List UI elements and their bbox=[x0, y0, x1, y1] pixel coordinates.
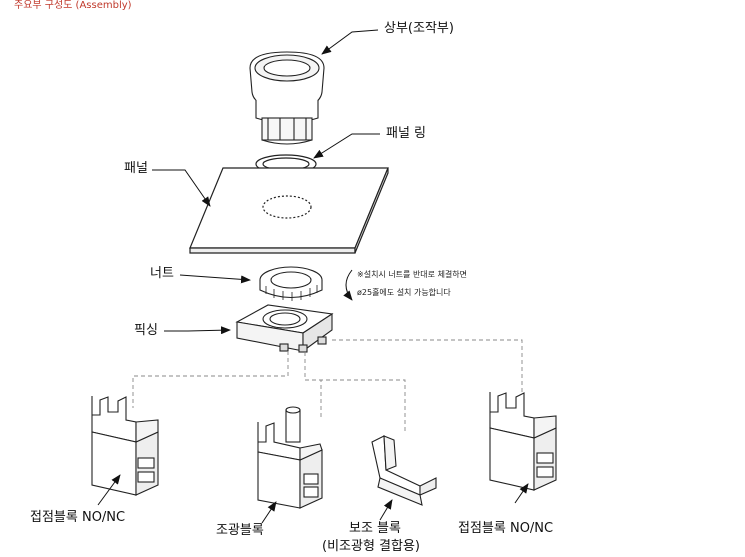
install-note-line2: ø25홀에도 설치 가능합니다 bbox=[357, 288, 451, 297]
install-note-line1: ※설치시 너트를 반대로 체결하면 bbox=[357, 270, 468, 279]
diagram-title: 주요부 구성도 (Assembly) bbox=[14, 0, 132, 11]
label-contact-block-left: 접점블록 NO/NC bbox=[30, 510, 126, 525]
label-lamp-block: 조광블록 bbox=[216, 523, 264, 538]
leader-lines bbox=[97, 29, 529, 524]
label-contact-block-right: 접점블록 NO/NC bbox=[458, 521, 554, 536]
upper-operator-illustration bbox=[249, 51, 325, 145]
contact-block-right-illustration bbox=[489, 392, 557, 491]
panel-illustration bbox=[189, 167, 389, 254]
label-fixing: 픽싱 bbox=[134, 323, 158, 338]
label-panel-ring: 패널 링 bbox=[386, 126, 427, 141]
contact-block-left-illustration bbox=[91, 396, 159, 496]
assembly-dashed-lines bbox=[132, 339, 523, 432]
fixing-illustration bbox=[235, 304, 334, 353]
lamp-block-illustration bbox=[257, 406, 323, 509]
label-upper-operator: 상부(조작부) bbox=[384, 21, 454, 36]
nut-illustration bbox=[259, 266, 323, 301]
aux-block-illustration bbox=[371, 435, 437, 506]
label-nut: 너트 bbox=[150, 266, 174, 281]
label-aux-block-note: (비조광형 결합용) bbox=[322, 539, 420, 554]
label-panel: 패널 bbox=[124, 161, 148, 176]
label-aux-block: 보조 블록 bbox=[349, 521, 401, 536]
